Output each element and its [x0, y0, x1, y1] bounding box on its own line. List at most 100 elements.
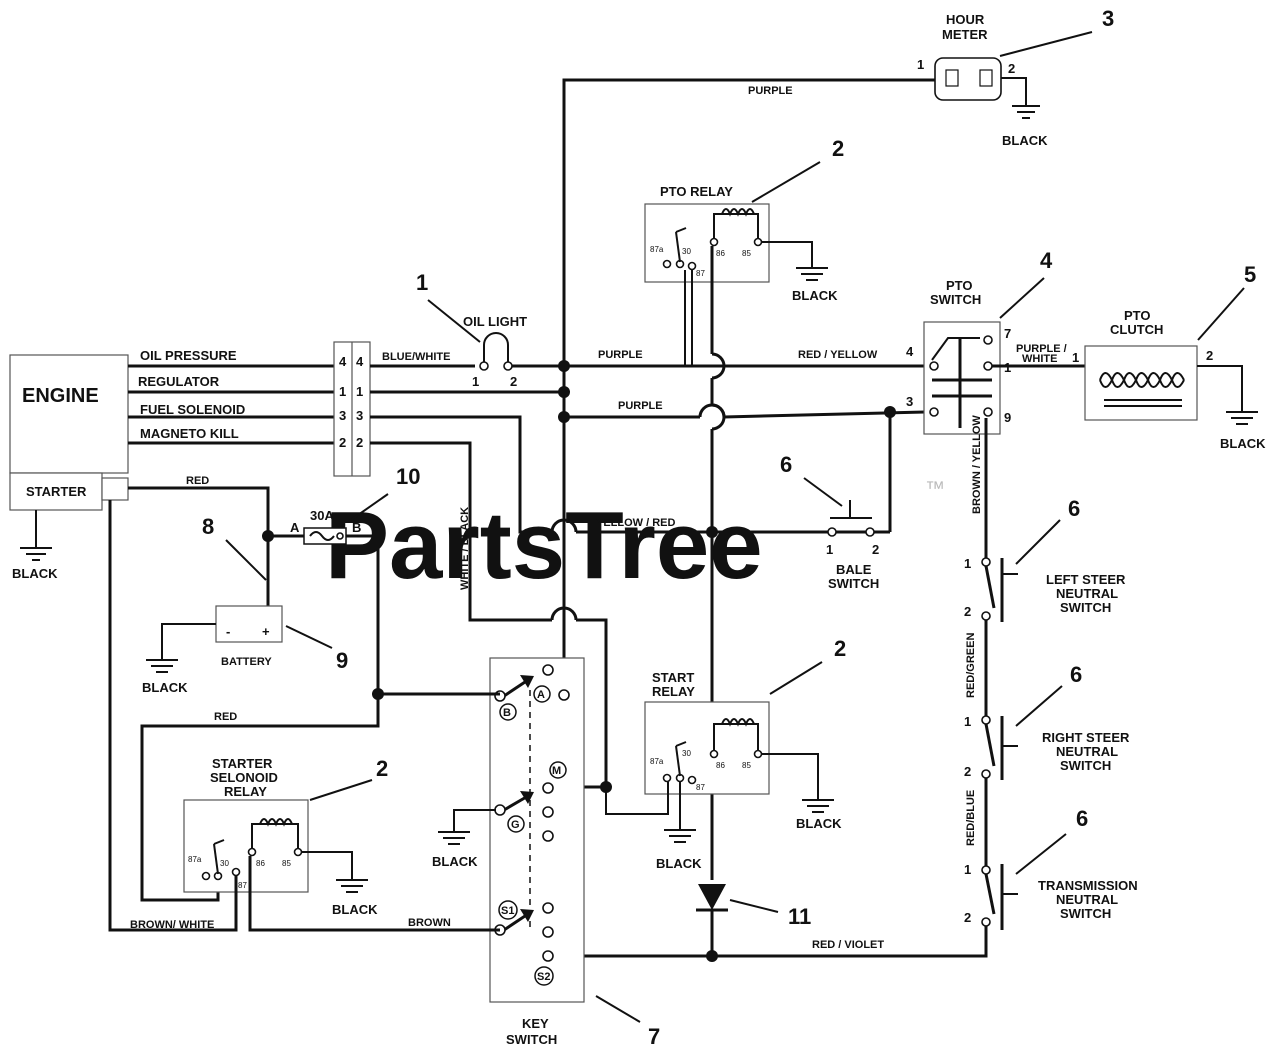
wire-label-white-black: WHITE / BLACK	[459, 507, 471, 590]
starter-relay-label-3: RELAY	[224, 784, 267, 799]
fuel-solenoid-label: FUEL SOLENOID	[140, 402, 245, 417]
right-steer-label-2: NEUTRAL	[1056, 744, 1118, 759]
trademark-symbol: ™	[925, 478, 945, 500]
connector-pin-right-4: 2	[356, 435, 363, 450]
key-g-ground-symbol	[438, 809, 496, 845]
callout-2-pto-relay: 2	[832, 136, 844, 161]
starter-relay-label-2: SELONOID	[210, 770, 278, 785]
fuse-label: 30A	[310, 508, 334, 523]
wire-label-blue-white: BLUE/WHITE	[382, 351, 450, 363]
battery-minus: -	[226, 624, 230, 639]
key-terminal-m-label: M	[552, 765, 561, 777]
callout-10: 10	[396, 464, 420, 489]
connector-pin-left-4: 2	[339, 435, 346, 450]
left-steer-label-3: SWITCH	[1060, 600, 1111, 615]
bale-switch-label-2: SWITCH	[828, 576, 879, 591]
callout-6-right-steer: 6	[1070, 662, 1082, 687]
wire-label-brown-yellow: BROWN / YELLOW	[971, 415, 983, 514]
pto-relay-pin-85: 85	[742, 249, 751, 258]
starter-relay-pin-87: 87	[238, 881, 247, 890]
battery-ground-symbol	[146, 623, 216, 673]
starter-label: STARTER	[26, 484, 87, 499]
starter-solenoid-relay-symbol	[183, 799, 368, 893]
pto-switch-pin-7: 7	[1004, 326, 1011, 341]
key-terminal-b: B	[499, 703, 517, 721]
wire-label-purple-white-2: WHITE	[1022, 353, 1057, 365]
starter-relay-pin-86: 86	[256, 859, 265, 868]
transmission-label-1: TRANSMISSION	[1038, 878, 1138, 893]
hour-meter-pin-2: 2	[1008, 61, 1015, 76]
pto-switch-symbol	[923, 321, 1001, 435]
pto-relay-symbol	[644, 203, 828, 283]
right-steer-pin-2: 2	[964, 764, 971, 779]
wire-label-red-low: RED	[214, 711, 237, 723]
pto-clutch-symbol	[1084, 345, 1258, 425]
hour-meter-symbol	[934, 57, 1040, 119]
regulator-label: REGULATOR	[138, 374, 220, 389]
key-g-ground-label: BLACK	[432, 854, 478, 869]
right-steer-label-1: RIGHT STEER	[1042, 730, 1130, 745]
fuse-pin-a: A	[290, 520, 300, 535]
engine-block: ENGINE STARTER	[9, 354, 129, 511]
starter-relay-pin-85: 85	[282, 859, 291, 868]
pto-relay-label: PTO RELAY	[660, 184, 733, 199]
hour-meter-label-2: METER	[942, 27, 988, 42]
pto-switch-label-1: PTO	[946, 278, 973, 293]
wire-label-purple-top: PURPLE	[748, 85, 793, 97]
bale-switch-label-1: BALE	[836, 562, 872, 577]
callout-11: 11	[788, 904, 811, 929]
junction-dot	[558, 360, 570, 372]
left-steer-pin-1: 1	[964, 556, 971, 571]
starter-relay-pin-87a: 87a	[188, 855, 202, 864]
starter-relay-ground-label: BLACK	[332, 902, 378, 917]
wire-connector	[333, 341, 371, 477]
left-steer-label-1: LEFT STEER	[1046, 572, 1126, 587]
oil-light-pin-1: 1	[472, 374, 479, 389]
wire-label-red-green: RED/GREEN	[965, 633, 977, 698]
right-steer-pin-1: 1	[964, 714, 971, 729]
key-terminal-s1: S1	[498, 900, 518, 920]
pto-relay-pin-30: 30	[682, 247, 691, 256]
wire-label-yellow-red: YELLOW / RED	[596, 517, 676, 529]
start-relay-pin-86: 86	[716, 761, 725, 770]
key-switch-label-1: KEY	[522, 1016, 549, 1031]
wire-label-red-violet: RED / VIOLET	[812, 939, 884, 951]
callout-6-bale: 6	[780, 452, 792, 477]
key-terminal-s1-label: S1	[501, 905, 514, 917]
pto-switch-pin-3: 3	[906, 394, 913, 409]
pto-switch-label-2: SWITCH	[930, 292, 981, 307]
junction-dot	[600, 781, 612, 793]
transmission-label-3: SWITCH	[1060, 906, 1111, 921]
start-relay-label-1: START	[652, 670, 694, 685]
right-steer-label-3: SWITCH	[1060, 758, 1111, 773]
pto-clutch-pin-2: 2	[1206, 348, 1213, 363]
callout-2-start-relay: 2	[834, 636, 846, 661]
pto-relay-ground-label: BLACK	[792, 288, 838, 303]
left-steer-label-2: NEUTRAL	[1056, 586, 1118, 601]
start-relay-label-2: RELAY	[652, 684, 695, 699]
callout-6-left-steer: 6	[1068, 496, 1080, 521]
oil-light-symbol	[370, 332, 930, 371]
pto-clutch-ground-label: BLACK	[1220, 436, 1266, 451]
transmission-pin-1: 1	[964, 862, 971, 877]
start-relay-pin-87a: 87a	[650, 757, 664, 766]
hour-meter-ground-label: BLACK	[1002, 133, 1048, 148]
watermark: PartsTree	[325, 492, 763, 599]
pto-clutch-label-2: CLUTCH	[1110, 322, 1163, 337]
start-relay-pin-87: 87	[696, 783, 705, 792]
starter-ground-symbol	[20, 510, 52, 561]
pto-relay-pin-87a: 87a	[650, 245, 664, 254]
connector-pin-right-3: 3	[356, 408, 363, 423]
diode-symbol	[696, 884, 728, 956]
junction-dot	[558, 411, 570, 423]
key-terminal-a: A	[533, 685, 551, 703]
bale-switch-pin-2: 2	[872, 542, 879, 557]
key-terminal-s2: S2	[534, 966, 554, 986]
starter-relay-label-1: STARTER	[212, 756, 273, 771]
callout-2-starter-relay: 2	[376, 756, 388, 781]
pto-relay-pin-87: 87	[696, 269, 705, 278]
magneto-kill-label: MAGNETO KILL	[140, 426, 239, 441]
bale-switch-pin-1: 1	[826, 542, 833, 557]
battery-ground-label: BLACK	[142, 680, 188, 695]
